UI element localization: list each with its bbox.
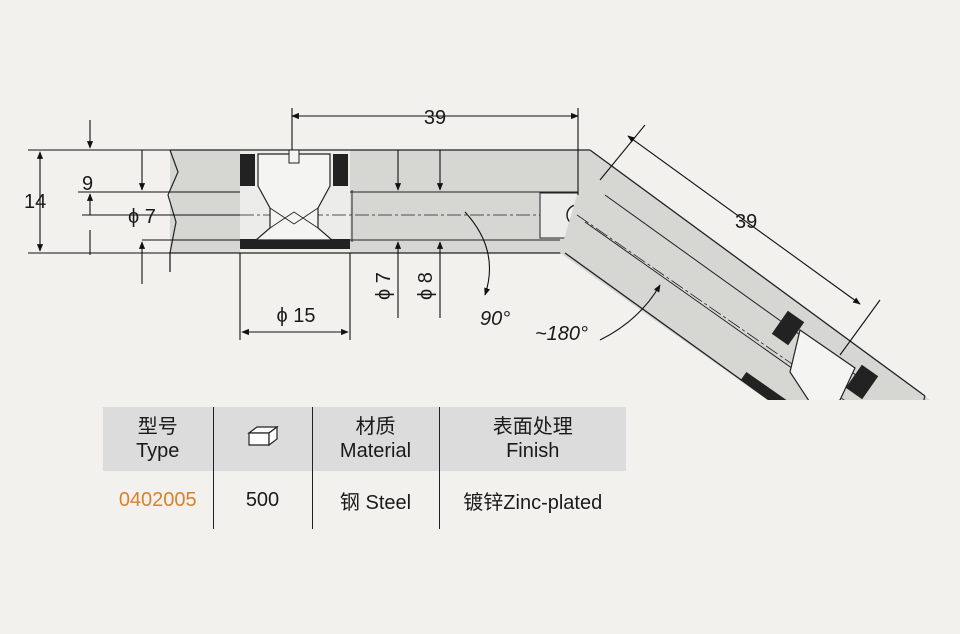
dim-dia-7-vertical: ϕ 7 [373,272,395,300]
hinge-technical-drawing: 39 14 9 ϕ 7 ϕ 15 ϕ 7 ϕ 8 39 90° ~180° [24,107,930,400]
left-leaf [167,149,590,272]
dim-angle-180: ~180° [535,323,588,345]
dimension-labels: 39 14 9 ϕ 7 ϕ 15 ϕ 7 ϕ 8 39 90° ~180° [24,107,757,345]
dim-angle-90: 90° [480,308,510,330]
header-type-en: Type [136,440,180,462]
dim-height-9: 9 [82,173,93,195]
box-icon [246,425,279,447]
cell-material: 钢 Steel [312,471,440,529]
bushing-right [740,310,879,400]
header-material: 材质 Material [312,407,440,471]
bushing-left [240,149,350,249]
dimension-lines [28,108,881,356]
spec-table-header: 型号 Type 材质 Material 表面处理 Finish [103,407,626,471]
dim-dia-15: ϕ 15 [276,305,315,327]
spec-table: 型号 Type 材质 Material 表面处理 Finish 040200 [103,407,626,529]
header-type: 型号 Type [103,407,214,471]
table-row: 0402005 500 钢 Steel 镀锌Zinc-plated [103,471,626,529]
dim-top-length: 39 [424,107,446,129]
header-type-cn: 型号 [137,416,178,438]
header-finish-en: Finish [506,440,560,462]
cell-type: 0402005 [103,471,214,529]
dim-dia-7-left: ϕ 7 [128,206,156,228]
dim-diag-length: 39 [735,211,757,233]
header-finish: 表面处理 Finish [439,407,626,471]
cell-quantity: 500 [213,471,313,529]
dim-height-14: 14 [24,191,46,213]
header-finish-cn: 表面处理 [492,416,573,438]
dim-dia-8-vertical: ϕ 8 [415,272,437,300]
header-quantity [213,407,313,471]
header-material-en: Material [339,440,412,462]
cell-finish: 镀锌Zinc-plated [463,491,603,514]
header-material-cn: 材质 [355,416,396,438]
right-leaf [560,149,930,400]
